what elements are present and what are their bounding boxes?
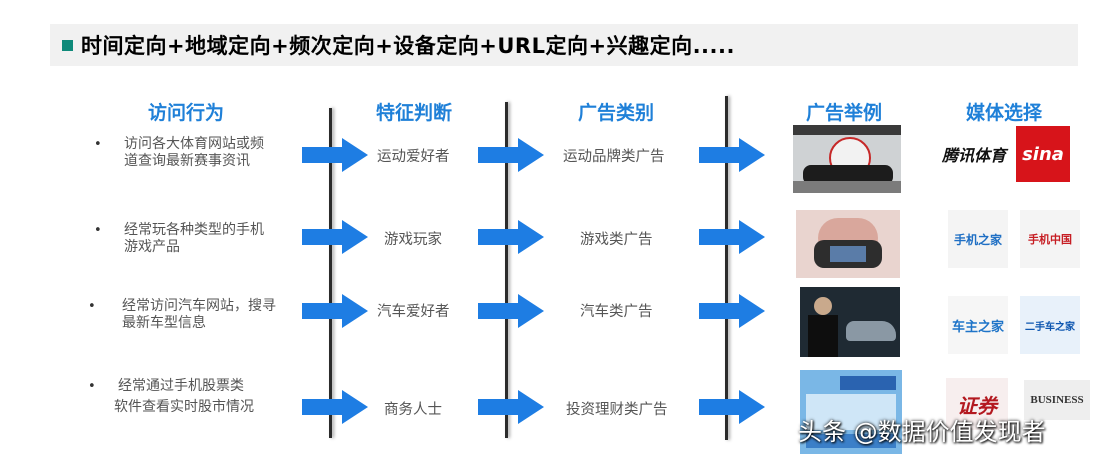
behavior-text: 经常玩各种类型的手机 <box>124 222 264 238</box>
arrow-right-icon <box>478 220 544 254</box>
divider-line <box>505 102 508 438</box>
arrow-right-icon <box>699 220 765 254</box>
arrow-right-icon <box>478 138 544 172</box>
arrow-right-icon <box>302 138 368 172</box>
feature-text: 运动爱好者 <box>377 149 450 165</box>
header-behavior: 访问行为 <box>148 102 225 124</box>
category-text: 运动品牌类广告 <box>563 149 665 165</box>
media-logo: 腾讯体育 <box>941 146 1006 165</box>
behavior-text: 访问各大体育网站或频 <box>124 136 264 152</box>
arrow-right-icon <box>302 294 368 328</box>
media-logo: sina <box>1016 126 1070 182</box>
bullet-icon: • <box>94 223 102 238</box>
media-logo: 证券 <box>946 378 1008 430</box>
header-media: 媒体选择 <box>966 102 1043 124</box>
bullet-icon: • <box>88 379 96 394</box>
behavior-text: 软件查看实时股市情况 <box>114 399 254 415</box>
behavior-text: 游戏产品 <box>124 239 180 255</box>
header-ad-example: 广告举例 <box>806 102 883 124</box>
header-feature: 特征判断 <box>376 102 453 124</box>
page-title: 时间定向+地域定向+频次定向+设备定向+URL定向+兴趣定向..... <box>81 34 735 58</box>
behavior-text: 经常通过手机股票类 <box>118 378 244 394</box>
title-bullet-icon <box>62 39 73 51</box>
category-text: 游戏类广告 <box>580 232 653 248</box>
media-logo: 手机中国 <box>1020 210 1080 268</box>
behavior-text: 最新车型信息 <box>122 315 206 331</box>
arrow-right-icon <box>478 294 544 328</box>
feature-text: 商务人士 <box>384 402 442 418</box>
arrow-right-icon <box>302 220 368 254</box>
category-text: 汽车类广告 <box>580 304 653 320</box>
ad-example-image <box>796 210 900 278</box>
title-bar: 时间定向+地域定向+频次定向+设备定向+URL定向+兴趣定向..... <box>50 24 1078 66</box>
arrow-right-icon <box>302 390 368 424</box>
media-logo: 手机之家 <box>948 210 1008 268</box>
ad-example-image <box>793 125 901 193</box>
ad-example-image <box>800 370 902 454</box>
media-logo: 车主之家 <box>948 296 1008 354</box>
arrow-right-icon <box>699 138 765 172</box>
header-category: 广告类别 <box>578 102 655 124</box>
behavior-text: 道查询最新赛事资讯 <box>124 153 250 169</box>
bullet-icon: • <box>88 299 96 314</box>
ad-example-image <box>800 287 900 357</box>
behavior-text: 经常访问汽车网站，搜寻 <box>122 298 276 314</box>
category-text: 投资理财类广告 <box>566 402 668 418</box>
divider-line <box>329 108 332 438</box>
feature-text: 汽车爱好者 <box>377 304 450 320</box>
media-logo: 二手车之家 <box>1020 296 1080 354</box>
arrow-right-icon <box>699 294 765 328</box>
watermark: 头条 @数据价值发现者 <box>798 418 1046 446</box>
bullet-icon: • <box>94 137 102 152</box>
arrow-right-icon <box>699 390 765 424</box>
media-logo: BUSINESS <box>1024 380 1090 420</box>
arrow-right-icon <box>478 390 544 424</box>
feature-text: 游戏玩家 <box>384 232 442 248</box>
divider-line <box>725 96 728 440</box>
